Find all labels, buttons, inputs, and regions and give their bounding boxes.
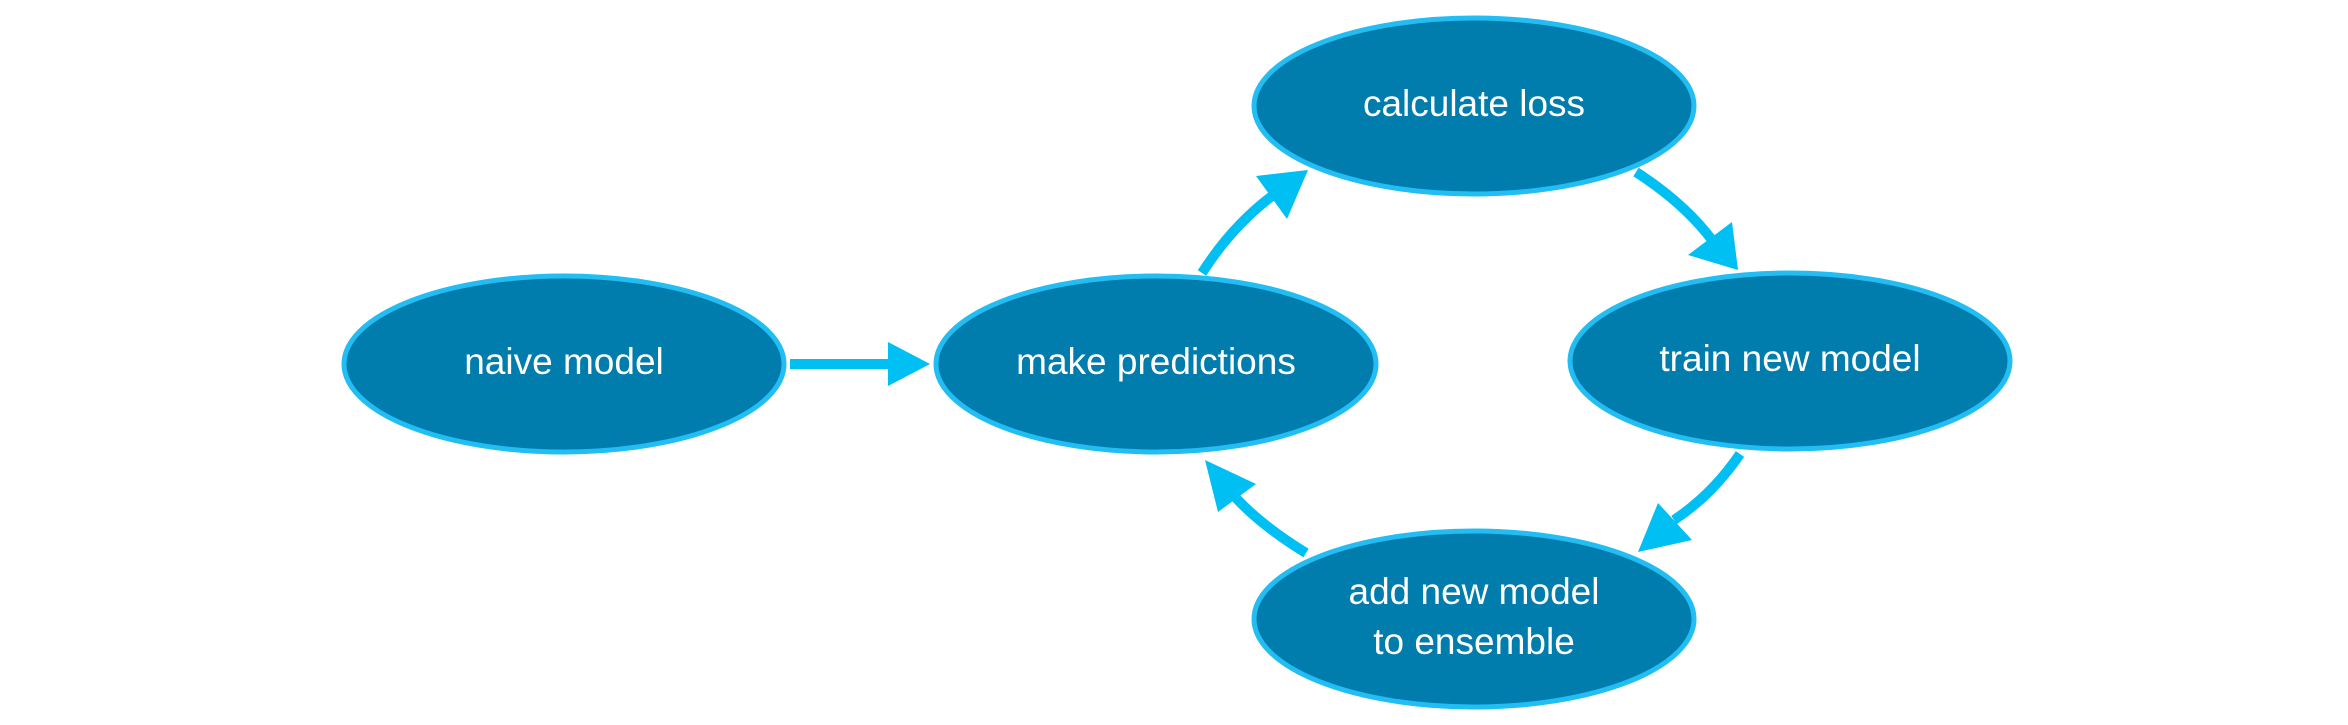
node-ellipse — [1251, 15, 1697, 197]
edges-layer — [790, 167, 1745, 558]
arrow-shaft — [1633, 167, 1716, 244]
arrow-add-to-predict — [1205, 460, 1309, 558]
nodes-layer: naive model make predictions calculate los… — [341, 15, 2013, 710]
node-ellipse — [1251, 528, 1697, 710]
node-label: calculate loss — [1363, 83, 1585, 124]
arrow-shaft — [1671, 451, 1745, 525]
arrowhead — [1638, 503, 1692, 552]
node-predict: make predictions — [933, 273, 1379, 455]
node-loss: calculate loss — [1251, 15, 1697, 197]
node-naive: naive model — [341, 273, 787, 455]
arrowhead — [1688, 222, 1738, 270]
node-label: train new model — [1659, 338, 1920, 379]
arrow-shaft — [1197, 192, 1276, 276]
arrowhead — [1256, 170, 1308, 219]
arrow-shaft — [1232, 494, 1309, 558]
node-ellipse — [341, 273, 787, 455]
arrowhead — [888, 342, 930, 386]
arrow-naive-to-predict — [790, 342, 930, 386]
arrow-loss-to-train — [1633, 167, 1738, 270]
arrow-predict-to-loss — [1197, 170, 1308, 276]
node-label: naive model — [464, 341, 664, 382]
node-train: train new model — [1567, 270, 2013, 452]
node-label: to ensemble — [1373, 621, 1575, 662]
node-add: add new model to ensemble — [1251, 528, 1697, 710]
arrowhead — [1205, 460, 1256, 512]
node-label: add new model — [1349, 571, 1600, 612]
arrow-train-to-add — [1638, 451, 1745, 552]
node-ellipse — [933, 273, 1379, 455]
node-label: make predictions — [1016, 341, 1296, 382]
node-ellipse — [1567, 270, 2013, 452]
